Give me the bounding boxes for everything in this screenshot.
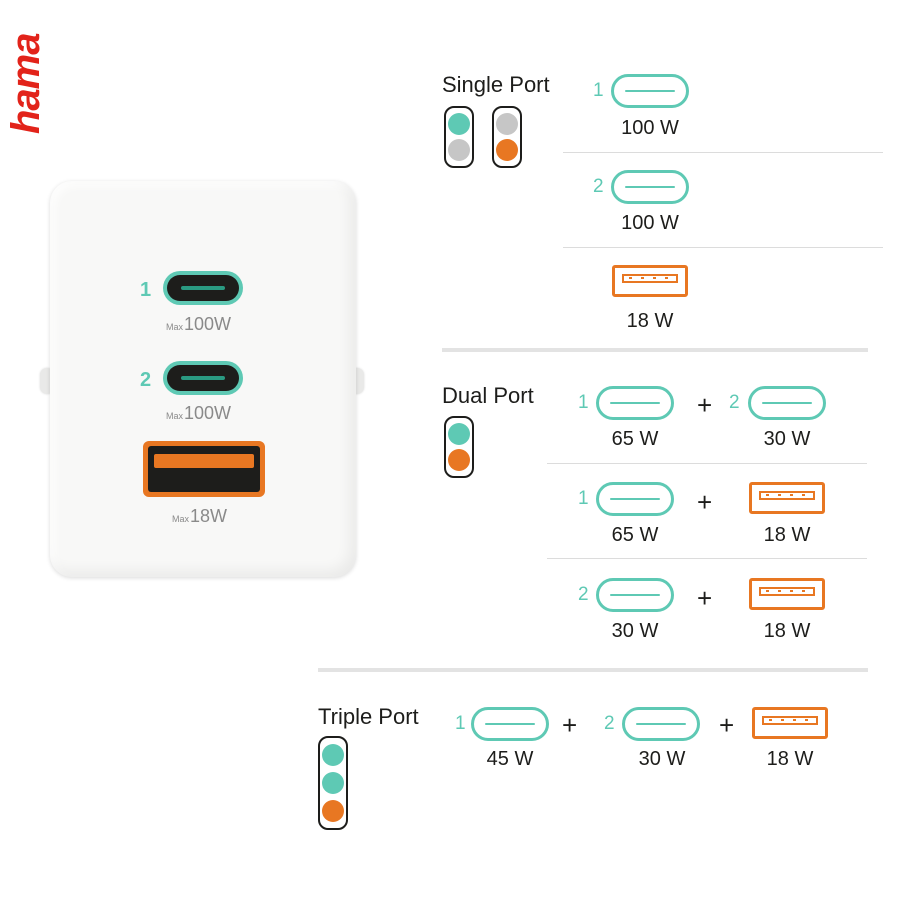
single-port-title: Single Port xyxy=(442,72,550,97)
triple-item-2-watt: 30 W xyxy=(638,748,686,770)
single-row-1-number: 1 xyxy=(593,80,604,101)
section-divider xyxy=(318,668,868,672)
section-divider xyxy=(442,348,868,352)
charger-port-1-max: Max100W xyxy=(166,314,232,334)
led-on-orange xyxy=(496,139,518,162)
led-on-orange xyxy=(448,449,470,472)
usb-c-icon xyxy=(748,386,826,420)
charger-port-3-max: Max18W xyxy=(172,506,228,526)
triple-item-1-number: 1 xyxy=(455,713,466,734)
dual-port-title: Dual Port xyxy=(442,383,534,408)
usb-c-icon xyxy=(596,578,674,612)
single-row-3-watt: 18 W xyxy=(626,310,674,332)
divider xyxy=(563,247,883,248)
usb-c-icon xyxy=(622,707,700,741)
charger-port-2-number: 2 xyxy=(140,369,152,391)
divider xyxy=(547,558,867,559)
hama-logo: hama xyxy=(4,33,48,135)
led-on-orange xyxy=(322,800,344,822)
dual-row-2-left-watt: 65 W xyxy=(611,524,659,546)
usb-c-icon xyxy=(611,74,689,108)
dual-row-1-left-watt: 65 W xyxy=(611,428,659,450)
usb-a-icon xyxy=(749,482,825,514)
dual-row-3-right-watt: 18 W xyxy=(763,620,811,642)
usb-c-icon xyxy=(471,707,549,741)
triple-item-2-number: 2 xyxy=(604,713,615,734)
triple-port-led-indicator xyxy=(318,736,348,830)
dual-row-1-left-number: 1 xyxy=(578,392,589,413)
usb-c-icon xyxy=(596,482,674,516)
charger-port-1-number: 1 xyxy=(140,279,152,301)
dual-row-3-left-number: 2 xyxy=(578,584,589,605)
dual-row-1-right-watt: 30 W xyxy=(763,428,811,450)
dual-row-3-left-watt: 30 W xyxy=(611,620,659,642)
dual-port-led-indicator xyxy=(444,416,474,478)
plus-sign: + xyxy=(562,710,578,740)
led-on xyxy=(322,744,344,766)
plus-sign: + xyxy=(697,583,713,613)
dual-row-2-right-watt: 18 W xyxy=(763,524,811,546)
usb-c-icon xyxy=(596,386,674,420)
plus-sign: + xyxy=(697,487,713,517)
charger-usb-c-port-2 xyxy=(163,361,243,395)
led-on xyxy=(448,112,470,135)
dual-row-2-left-number: 1 xyxy=(578,488,589,509)
led-off xyxy=(496,112,518,135)
single-port-led-indicator-a xyxy=(492,106,522,168)
single-row-1-watt: 100 W xyxy=(621,117,679,139)
usb-a-icon xyxy=(749,578,825,610)
divider xyxy=(563,152,883,153)
led-on xyxy=(448,422,470,445)
usb-a-icon xyxy=(612,265,688,297)
led-on xyxy=(322,772,344,794)
plus-sign: + xyxy=(697,390,713,420)
single-row-2-number: 2 xyxy=(593,176,604,197)
triple-item-3-watt: 18 W xyxy=(766,748,814,770)
plus-sign: + xyxy=(719,710,735,740)
triple-port-title: Triple Port xyxy=(318,704,419,729)
led-off xyxy=(448,139,470,162)
single-row-2-watt: 100 W xyxy=(621,212,679,234)
charger-usb-a-port xyxy=(143,441,265,497)
charger-port-2-max: Max100W xyxy=(166,403,232,423)
charger-usb-c-port-1 xyxy=(163,271,243,305)
single-port-led-indicator-c xyxy=(444,106,474,168)
triple-item-1-watt: 45 W xyxy=(486,748,534,770)
dual-row-1-right-number: 2 xyxy=(729,392,740,413)
usb-a-icon xyxy=(752,707,828,739)
usb-c-icon xyxy=(611,170,689,204)
divider xyxy=(547,463,867,464)
